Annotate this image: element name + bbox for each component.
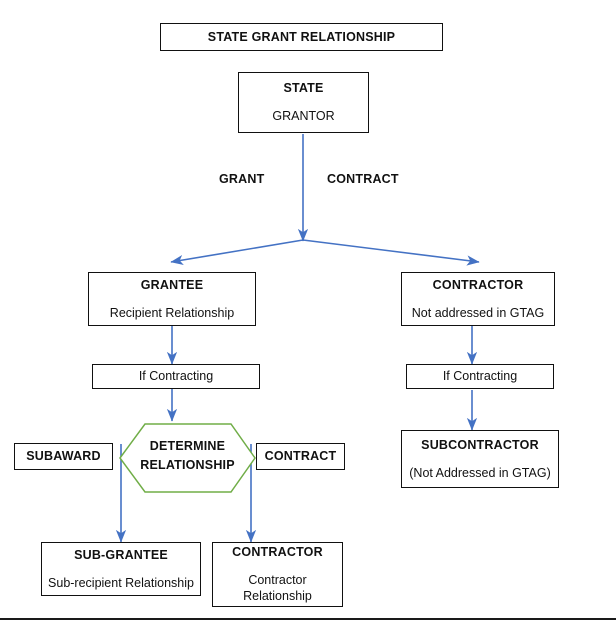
node-sub-grantee-sub: Sub-recipient Relationship — [48, 575, 194, 590]
node-state: STATE GRANTOR — [238, 72, 369, 133]
node-subaward-tag: SUBAWARD — [14, 443, 113, 470]
node-contractor-bottom-heading: CONTRACTOR — [232, 544, 323, 559]
node-grantee: GRANTEE Recipient Relationship — [88, 272, 256, 326]
node-contractor-bottom: CONTRACTOR Contractor Relationship — [212, 542, 343, 607]
edge-branch-to-contractor — [302, 239, 480, 266]
determine-line-1: DETERMINE — [149, 439, 226, 453]
node-determine-relationship-label: DETERMINE RELATIONSHIP — [130, 437, 245, 475]
node-contract-tag: CONTRACT — [256, 443, 345, 470]
node-subaward-label: SUBAWARD — [26, 449, 101, 464]
node-contract-tag-label: CONTRACT — [264, 449, 337, 464]
edge-label-contract: CONTRACT — [327, 172, 399, 186]
page-title: STATE GRANT RELATIONSHIP — [207, 29, 396, 44]
edge-label-grant: GRANT — [219, 172, 265, 186]
diagram-title-box: STATE GRANT RELATIONSHIP — [160, 23, 443, 51]
node-if-contracting-right-label: If Contracting — [442, 369, 518, 384]
node-contractor-top-heading: CONTRACTOR — [432, 277, 524, 292]
node-subcontractor-sub: (Not Addressed in GTAG) — [409, 465, 551, 480]
node-subcontractor: SUBCONTRACTOR (Not Addressed in GTAG) — [401, 430, 559, 488]
edge-branch-to-grantee — [170, 239, 304, 266]
node-contractor-bottom-sub-2: Relationship — [243, 589, 312, 604]
node-subcontractor-heading: SUBCONTRACTOR — [421, 437, 539, 452]
node-if-contracting-left: If Contracting — [92, 364, 260, 389]
node-if-contracting-left-label: If Contracting — [138, 369, 214, 384]
node-sub-grantee: SUB-GRANTEE Sub-recipient Relationship — [41, 542, 201, 596]
node-sub-grantee-heading: SUB-GRANTEE — [74, 547, 168, 562]
node-state-sub: GRANTOR — [272, 109, 335, 123]
node-contractor-top-sub: Not addressed in GTAG — [411, 305, 545, 320]
node-grantee-sub: Recipient Relationship — [109, 305, 235, 320]
node-contractor-bottom-sub-1: Contractor — [248, 572, 307, 587]
node-grantee-heading: GRANTEE — [140, 277, 204, 292]
node-contractor-top: CONTRACTOR Not addressed in GTAG — [401, 272, 555, 326]
node-if-contracting-right: If Contracting — [406, 364, 554, 389]
determine-line-2: RELATIONSHIP — [140, 457, 235, 472]
node-state-heading: STATE — [283, 81, 324, 96]
